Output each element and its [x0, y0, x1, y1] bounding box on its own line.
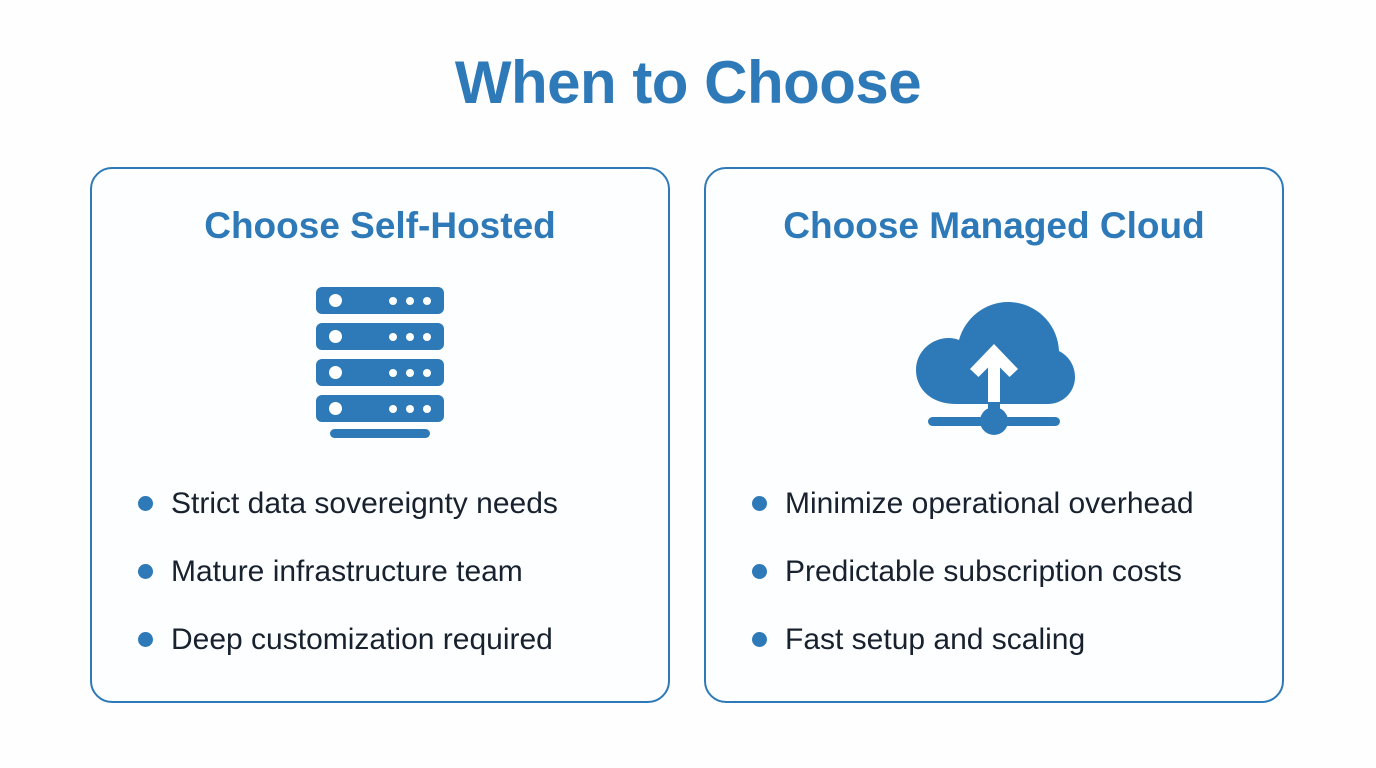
- server-base-bar: [330, 429, 430, 438]
- server-indicator-dots: [389, 368, 431, 377]
- bullet-dot-icon: [752, 495, 767, 511]
- bullet-dot-icon: [138, 495, 153, 511]
- server-indicator-dots: [389, 296, 431, 305]
- list-item: Minimize operational overhead: [752, 469, 1262, 537]
- list-item: Strict data sovereignty needs: [138, 469, 648, 537]
- bullet-dot-icon: [752, 631, 767, 647]
- list-item: Fast setup and scaling: [752, 605, 1262, 673]
- list-item: Predictable subscription costs: [752, 537, 1262, 605]
- icon-container-managed-cloud: [706, 281, 1282, 441]
- card-managed-cloud: Choose Managed Cloud Minimize operationa…: [704, 167, 1284, 703]
- upload-arrow-icon: [970, 344, 1018, 404]
- bullet-dot-icon: [138, 563, 153, 579]
- server-rack-unit: [316, 359, 444, 386]
- page-title: When to Choose: [454, 49, 922, 116]
- bullet-dot-icon: [752, 563, 767, 579]
- network-node: [980, 407, 1008, 435]
- server-status-led: [329, 294, 342, 307]
- list-item: Mature infrastructure team: [138, 537, 648, 605]
- bullet-label: Deep customization required: [171, 622, 553, 656]
- bullet-label: Strict data sovereignty needs: [171, 486, 558, 520]
- server-status-led: [329, 402, 342, 415]
- bullet-label: Minimize operational overhead: [785, 486, 1194, 520]
- card-self-hosted: Choose Self-Hosted: [90, 167, 670, 703]
- bullet-label: Fast setup and scaling: [785, 622, 1086, 656]
- card-heading-self-hosted: Choose Self-Hosted: [204, 205, 556, 246]
- server-status-led: [329, 330, 342, 343]
- server-indicator-dots: [389, 332, 431, 341]
- server-rack-unit: [316, 323, 444, 350]
- server-rack-unit: [316, 395, 444, 422]
- server-rack-icon: [316, 287, 444, 438]
- bullet-dot-icon: [138, 631, 153, 647]
- bullet-label: Mature infrastructure team: [171, 554, 523, 588]
- card-heading-managed-cloud: Choose Managed Cloud: [783, 205, 1205, 246]
- list-item: Deep customization required: [138, 605, 648, 673]
- cloud-upload-network-icon: [916, 302, 1075, 435]
- server-rack-unit: [316, 287, 444, 314]
- server-indicator-dots: [389, 404, 431, 413]
- icon-container-self-hosted: [92, 281, 668, 441]
- server-status-led: [329, 366, 342, 379]
- bullet-label: Predictable subscription costs: [785, 554, 1182, 588]
- bullet-list-managed-cloud: Minimize operational overhead Predictabl…: [752, 469, 1262, 673]
- bullet-list-self-hosted: Strict data sovereignty needs Mature inf…: [138, 469, 648, 673]
